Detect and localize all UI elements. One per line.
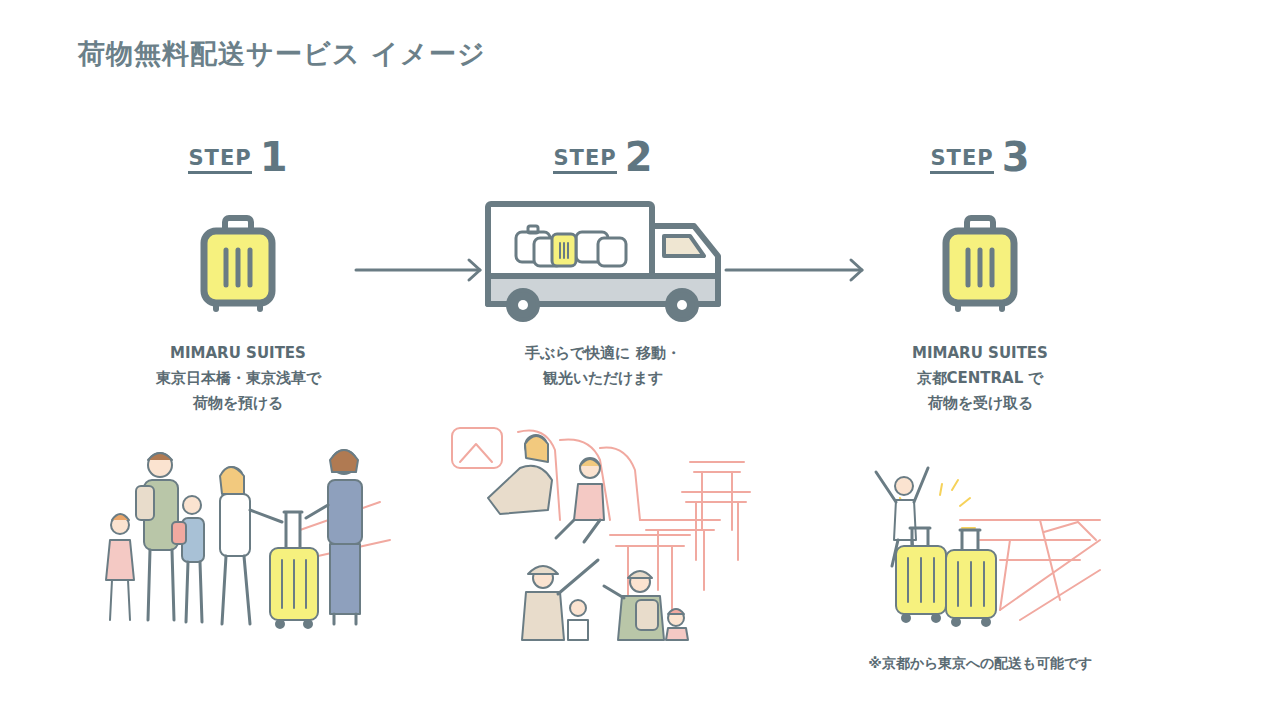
step-column: STEP 2 手ぶらで快適に 移動・観光いただけます [488,135,718,391]
sightseeing-scene [452,428,750,640]
step-number: 3 [1002,135,1030,179]
step-column: STEP 1MIMARU SUITES 東京日本橋・東京浅草で 荷物を預ける [128,135,348,416]
flow-arrow [726,260,862,280]
step-column: STEP 3MIMARU SUITES 京都CENTRAL で 荷物を受け取る [870,135,1090,416]
step-description: MIMARU SUITES 東京日本橋・東京浅草で 荷物を預ける [133,341,343,416]
truck-icon [488,204,718,320]
step-heading: STEP 3 [870,135,1090,181]
step-label: STEP [930,146,993,174]
step-heading: STEP 2 [488,135,718,181]
arrival-scene [876,468,1100,626]
check-in-scene [106,450,390,628]
step-heading: STEP 1 [128,135,348,181]
step-label: STEP [188,146,251,174]
footnote: ※京都から東京への配送も可能です [868,655,1092,673]
suitcase-icon [946,218,1014,309]
diagram-title: 荷物無料配送サービス イメージ [78,36,486,72]
step-description: MIMARU SUITES 京都CENTRAL で 荷物を受け取る [875,341,1085,416]
flow-arrow [356,260,480,280]
step-number: 1 [260,135,288,179]
step-description: 手ぶらで快適に 移動・観光いただけます [498,341,708,391]
step-number: 2 [625,135,653,179]
suitcase-icon [204,218,272,309]
step-label: STEP [553,146,616,174]
